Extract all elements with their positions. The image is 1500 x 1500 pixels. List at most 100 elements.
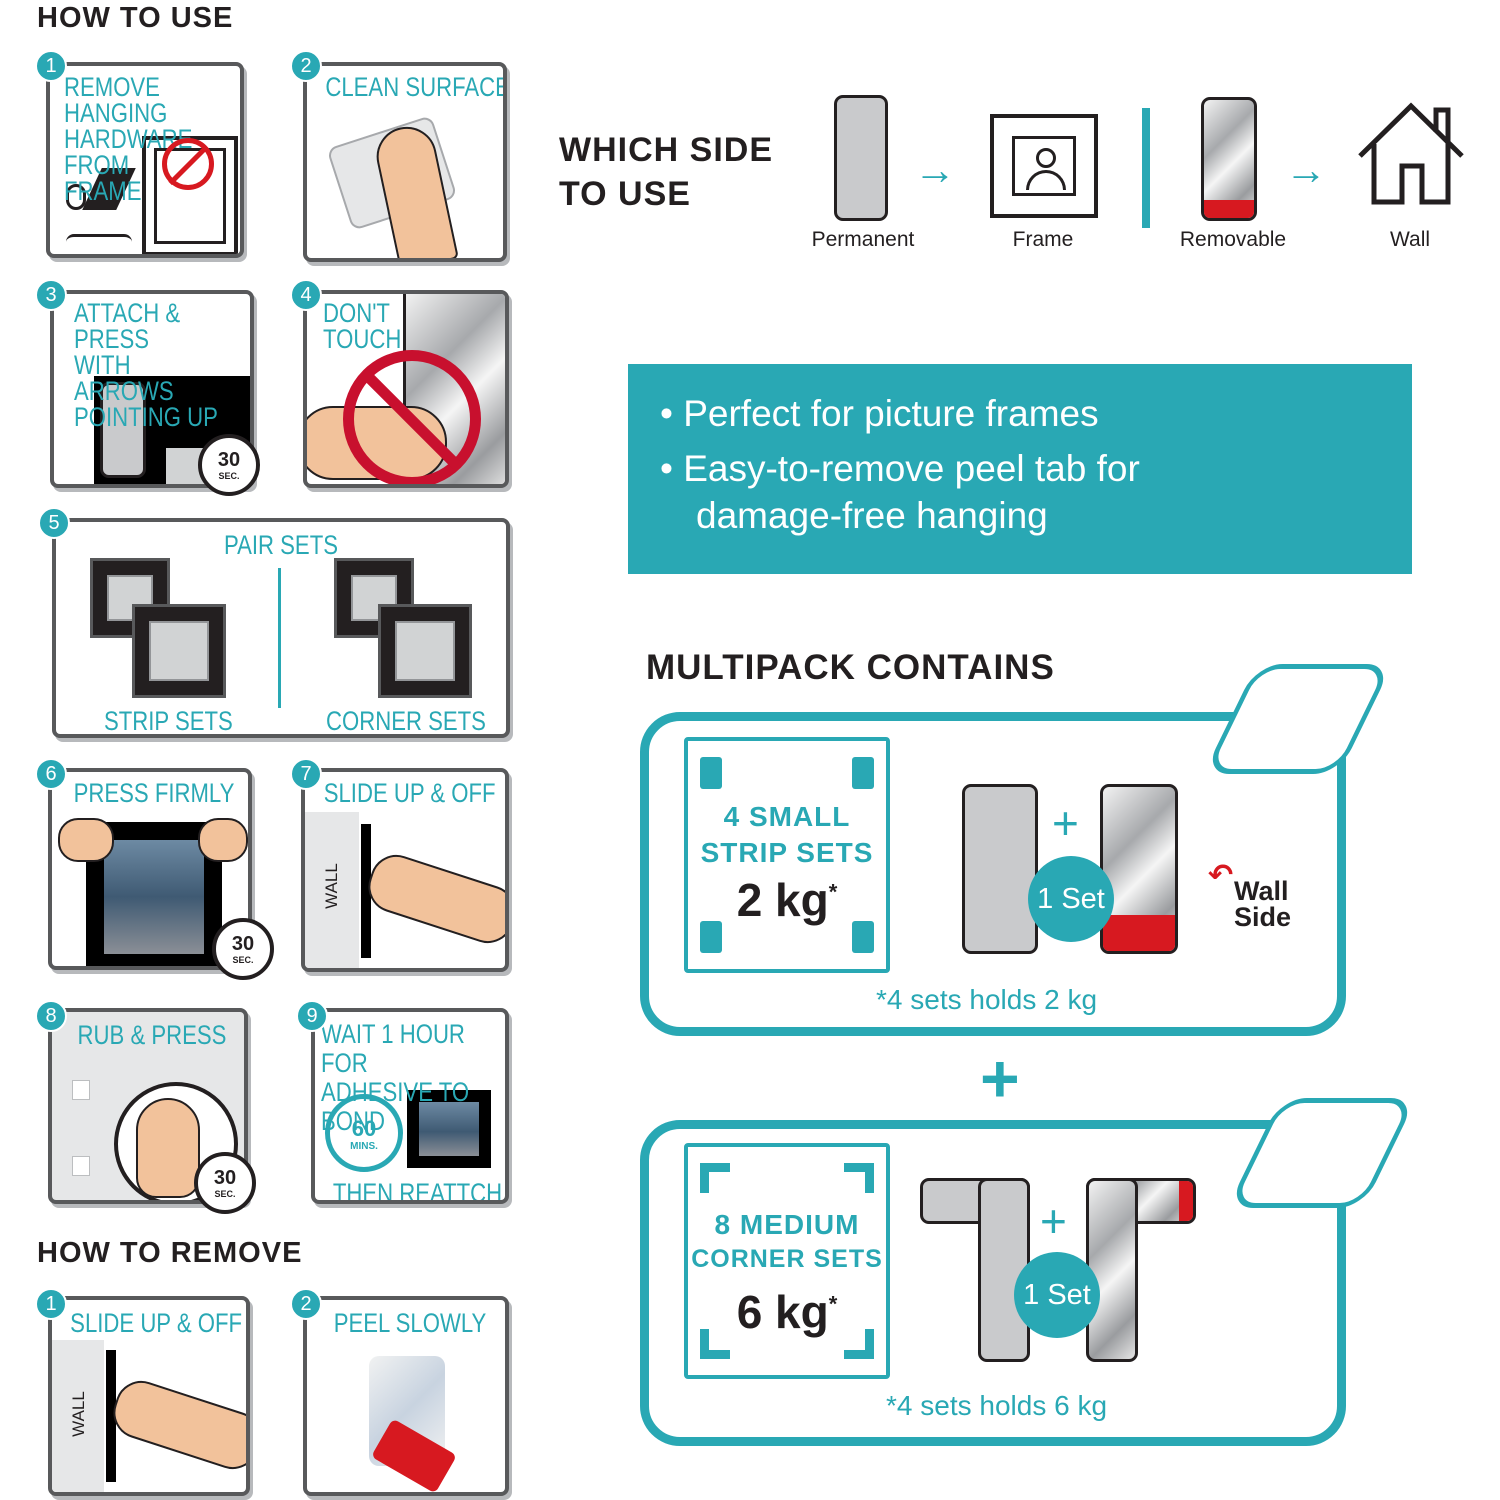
plus-icon: + (1052, 797, 1079, 849)
step-9-panel: WAIT 1 HOUR FOR ADHESIVE TO BOND 60 MINS… (311, 1008, 509, 1204)
small-pack-line1: 4 SMALL (723, 801, 851, 832)
adhesive-square (72, 1156, 90, 1176)
step-4-panel: DON'T TOUCH (303, 290, 509, 488)
wall-label: WALL (322, 863, 341, 909)
which-side-line1: WHICH SIDE (559, 131, 773, 169)
medium-pack-label-box: 8 MEDIUM CORNER SETS 6 kg* (684, 1143, 890, 1379)
removable-strip-icon (1100, 784, 1178, 954)
step-9-text: WAIT 1 HOUR FOR ADHESIVE TO BOND (321, 1019, 470, 1136)
remove-step-2-panel: PEEL SLOWLY (303, 1296, 509, 1496)
adhesive-square (72, 1080, 90, 1100)
prohibited-icon (343, 350, 481, 484)
corner-strip-removable-icon (1086, 1178, 1196, 1362)
remove-step-1-text: SLIDE UP & OFF (70, 1308, 243, 1338)
timer-icon: 30 SEC. (194, 1152, 256, 1214)
hand-icon (58, 818, 114, 862)
small-pack-weight: 2 kg* (688, 873, 886, 927)
timer-unit: SEC. (232, 955, 254, 965)
step-number: 2 (290, 50, 322, 82)
wall-caption: Wall (1389, 228, 1431, 251)
timer-value: 60 (351, 1116, 377, 1141)
asterisk: * (828, 879, 838, 905)
wall-side-line1: Wall (1234, 876, 1289, 906)
frame-caption: Frame (1012, 228, 1074, 251)
pack-tab-icon (1227, 1098, 1417, 1208)
step-1-panel: REMOVE HANGING HARDWARE FROM FRAME (46, 62, 244, 258)
arrow-right-icon: → (914, 146, 956, 193)
house-icon (1356, 100, 1466, 206)
asterisk: * (828, 1291, 838, 1317)
step-6-text: PRESS FIRMLY (73, 778, 235, 808)
small-pack-line2: STRIP SETS (700, 837, 874, 868)
timer-unit: MINS. (350, 1141, 378, 1152)
timer-value: 30 (231, 933, 255, 955)
step-5-panel: PAIR SETS STRIP SETS CORNER SETS (52, 518, 510, 738)
which-side-heading: WHICH SIDE TO USE (559, 128, 773, 216)
frame-icon (990, 114, 1098, 218)
step-number: 5 (38, 507, 70, 539)
corner-strip-permanent-icon (920, 1178, 1030, 1362)
medium-pack-weight: 6 kg* (688, 1285, 886, 1339)
hand-icon (361, 848, 505, 950)
wire-icon (66, 234, 132, 242)
curved-arrow-icon: ↶ (1208, 859, 1234, 892)
divider (1142, 108, 1150, 228)
permanent-caption: Permanent (811, 228, 915, 251)
timer-unit: SEC. (214, 1189, 236, 1199)
feature-bullet-2-cont: damage-free hanging (696, 495, 1048, 536)
step-number: 3 (35, 279, 67, 311)
medium-pack-note: *4 sets holds 6 kg (886, 1390, 1108, 1421)
medium-weight-value: 6 kg (736, 1286, 829, 1338)
timer-value: 30 (217, 449, 241, 471)
small-pack-label-box: 4 SMALL STRIP SETS 2 kg* (684, 737, 890, 973)
one-set-badge: 1 Set (1028, 856, 1114, 942)
multipack-heading: MULTIPACK CONTAINS (646, 648, 1055, 687)
plus-icon: + (980, 1041, 1020, 1117)
remove-step-1-panel: SLIDE UP & OFF WALL (48, 1296, 250, 1496)
strip-sets-label: STRIP SETS (104, 706, 233, 736)
frame-square-icon (132, 604, 226, 698)
hand-icon (106, 1374, 246, 1476)
frame-square-icon (90, 558, 170, 638)
step-number: 2 (290, 1288, 322, 1320)
removable-strip-icon (1201, 97, 1257, 221)
frame-edge (361, 824, 371, 958)
feature-bullet-2: • Easy-to-remove peel tab for (660, 448, 1140, 489)
corner-sets-label: CORNER SETS (326, 706, 486, 736)
medium-pack-line1: 8 MEDIUM (714, 1209, 860, 1240)
how-to-use-heading: HOW TO USE (37, 2, 234, 34)
step-7-text: SLIDE UP & OFF (323, 778, 496, 808)
step-9-bottom-text: THEN REATTCH (332, 1178, 503, 1204)
small-pack-note: *4 sets holds 2 kg (876, 984, 1098, 1015)
small-weight-value: 2 kg (736, 874, 829, 926)
timer-unit: SEC. (218, 471, 240, 481)
step-number: 4 (290, 279, 322, 311)
permanent-strip-icon (834, 95, 888, 221)
features-box: • Perfect for picture frames • Easy-to-r… (628, 364, 1412, 574)
divider (278, 568, 281, 708)
frame-square-icon (334, 558, 414, 638)
step-number: 8 (35, 1000, 67, 1032)
step-number: 1 (35, 50, 67, 82)
medium-pack-line2: CORNER SETS (691, 1245, 883, 1273)
frame-icon (407, 1090, 491, 1168)
plus-icon: + (1040, 1195, 1067, 1247)
wall-side-line2: Side (1234, 902, 1292, 932)
hook-icon (66, 184, 86, 210)
feature-bullet-1: • Perfect for picture frames (660, 393, 1099, 434)
step-5-text: PAIR SETS (223, 530, 339, 560)
prohibited-icon (162, 138, 214, 190)
step-2-panel: CLEAN SURFACE (303, 62, 507, 262)
velcro-strip-icon (100, 382, 146, 478)
step-2-text: CLEAN SURFACE (325, 72, 507, 102)
permanent-strip-icon (962, 784, 1038, 954)
removable-caption: Removable (1179, 228, 1287, 251)
wall-side-label: Wall Side (1234, 876, 1292, 932)
hand-icon (198, 818, 248, 862)
timer-value: 30 (213, 1167, 237, 1189)
which-side-line2: TO USE (559, 175, 691, 213)
frame-edge (106, 1350, 116, 1482)
one-set-badge: 1 Set (1014, 1252, 1100, 1338)
wall-area (305, 812, 359, 968)
wall-label: WALL (69, 1391, 88, 1437)
